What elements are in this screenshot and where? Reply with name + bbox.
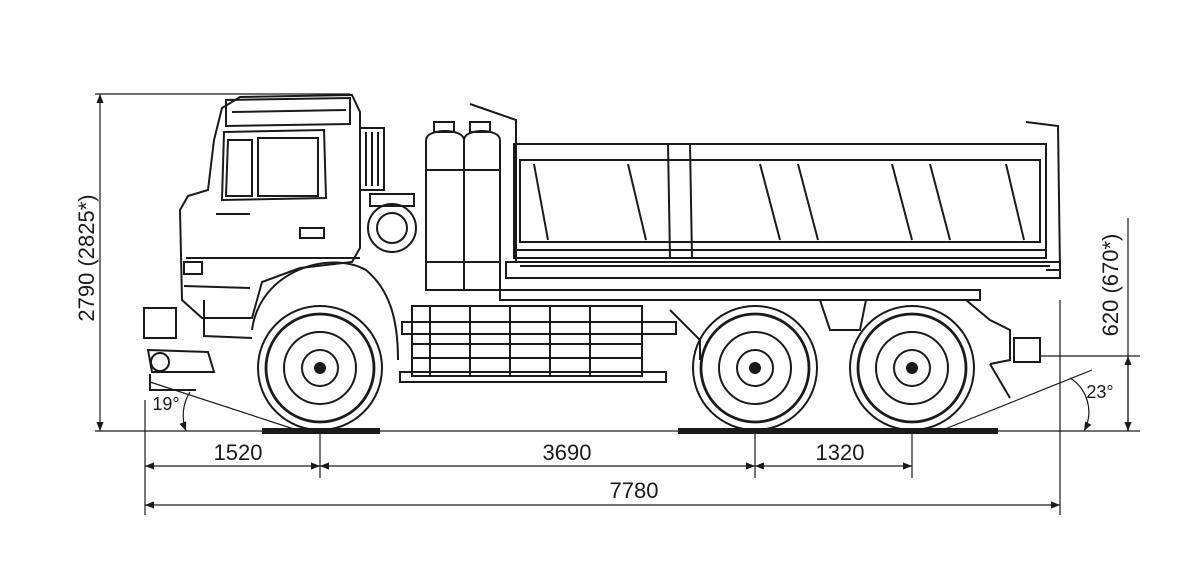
dim-front-overhang-label: 1520 [214, 440, 263, 465]
dim-rear-axle-spacing-label: 1320 [816, 440, 865, 465]
ground-line [95, 428, 1140, 434]
gas-cylinders [425, 121, 501, 291]
dim-overall-height: 2790 (2825*) [74, 94, 104, 431]
rear-wheel [849, 305, 975, 431]
approach-angle-label: 19° [152, 394, 179, 414]
dim-wheelbase-label: 3690 [543, 440, 592, 465]
dim-rear-axle-spacing: 1320 [755, 440, 912, 470]
dim-rear-height-label: 620 (670*) [1098, 234, 1123, 337]
chassis-frame [399, 289, 981, 383]
dim-overall-height-label: 2790 (2825*) [74, 194, 99, 321]
truck-outline [143, 93, 1062, 399]
approach-angle: 19° [149, 381, 301, 432]
dump-body [469, 103, 1062, 279]
dim-overall-length-label: 7780 [610, 478, 659, 503]
extension-lines [95, 93, 1140, 515]
middle-wheel [692, 305, 818, 431]
dim-wheelbase: 3690 [320, 440, 755, 470]
front-wheel [257, 305, 383, 431]
departure-angle-label: 23° [1086, 382, 1113, 402]
cab [178, 93, 361, 339]
dim-front-overhang: 1520 [145, 440, 320, 470]
rear-tow [965, 299, 1041, 399]
front-bumper [143, 307, 216, 391]
air-intake [359, 127, 417, 253]
dim-overall-length: 7780 [145, 478, 1060, 509]
dim-rear-height: 620 (670*) [1098, 218, 1132, 431]
front-wheel-arch [251, 261, 399, 361]
departure-angle: 23° [939, 369, 1114, 432]
